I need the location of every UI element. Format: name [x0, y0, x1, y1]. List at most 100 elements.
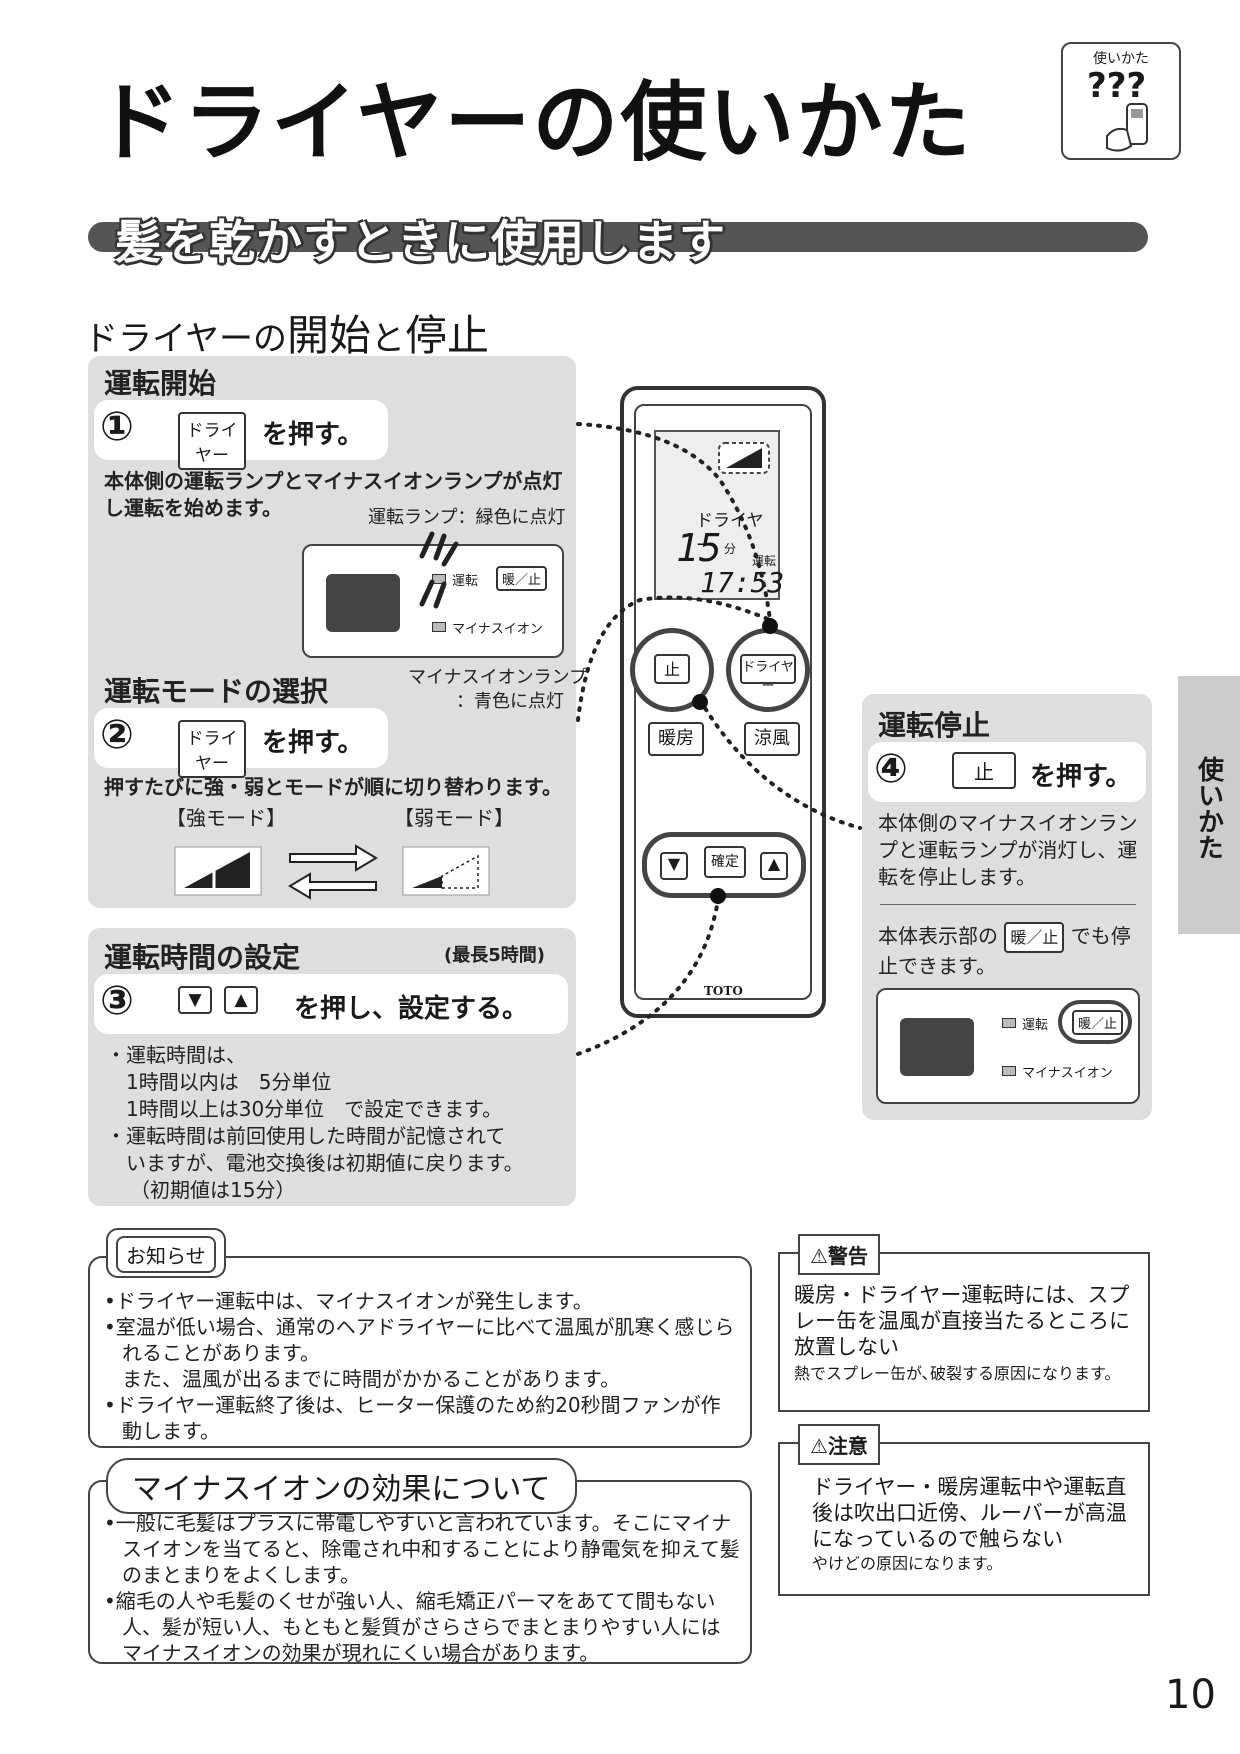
remote-dryer-button[interactable]: ドライヤー — [740, 654, 796, 694]
remote-confirm-button[interactable]: 確定 — [704, 846, 746, 878]
warning-box — [778, 1252, 1150, 1412]
step1-ion-lamp — [432, 622, 446, 632]
remote-frame — [634, 404, 812, 1000]
remote-minutes: 15 — [676, 526, 722, 570]
sub-heading-part2: 開始 — [286, 311, 371, 360]
step1-ion-note-1: マイナスイオンランプ — [408, 667, 588, 688]
sub-heading: ドライヤーの開始と停止 — [84, 302, 489, 363]
step4-unit-button-ring — [1058, 1000, 1132, 1044]
step4-unit-panel: 運転 暖／止 マイナスイオン — [876, 988, 1140, 1104]
sub-heading-part3: と — [371, 319, 405, 359]
side-tab-label: 使いかた — [1193, 756, 1224, 860]
caution-main: ドライヤー・暖房運転中や運転直後は吹出口近傍、ルーバーが高温になっているので触ら… — [812, 1475, 1127, 1551]
step3-number: ③ — [100, 978, 134, 1024]
step3-action: を押し、設定する。 — [294, 994, 529, 1024]
step4-unit-stop-button: 暖／止 — [1072, 1010, 1124, 1035]
lamp-glow-icon — [419, 531, 459, 609]
remote-brand: TOTO — [704, 984, 743, 998]
remote-stop-button[interactable]: 止 — [654, 654, 690, 684]
step1-run-lamp — [432, 574, 446, 584]
step4-ion-lamp — [1002, 1066, 1016, 1076]
step1-lamp-note: 運転ランプ：緑色に点灯 — [368, 507, 566, 528]
step2-action: を押す。 — [262, 728, 364, 758]
notice-item: •ドライヤー運転終了後は、ヒーター保護のため約20秒間ファンが作動します。 — [104, 1393, 721, 1443]
remote-hand-icon — [1106, 103, 1148, 152]
remote-screen: ドライヤー 15 分 運転 17:53 — [654, 430, 784, 600]
remote-down-button[interactable]: ▼ — [660, 852, 688, 880]
step1-unit-panel: 運転 暖／止 マイナスイオン — [302, 544, 564, 658]
page-number: 10 — [1165, 1672, 1216, 1718]
step3-up-button: ▲ — [224, 986, 258, 1014]
step4-description: 本体側のマイナスイオンランプと運転ランプが消灯し、運転を停止します。 — [878, 811, 1138, 889]
question-marks-icon: ??? — [1087, 66, 1147, 106]
step3-note-line: 1時間以内は 5分単位 — [126, 1070, 332, 1094]
ion-effect-item: •縮毛の人や毛髪のくせが強い人、縮毛矯正パーマをあてて間もない人、髪が短い人、も… — [104, 1589, 721, 1665]
step1-unit-run-label: 運転 — [452, 574, 479, 589]
step3-instruction — [94, 974, 568, 1034]
step4-number: ④ — [874, 746, 908, 792]
warning-title: ⚠警告 — [798, 1234, 880, 1275]
mode-switch-arrows-icon — [288, 844, 378, 900]
warning-sub: 熱でスプレー缶が､破裂する原因になります。 — [794, 1364, 1121, 1383]
step4-unit-ion-label: マイナスイオン — [1022, 1066, 1113, 1081]
usage-icon-label: 使いかた — [1093, 51, 1149, 67]
sub-heading-part1: ドライヤーの — [84, 319, 287, 359]
remote-minute-unit: 分 — [724, 542, 737, 556]
page-title: ドライヤーの使いかた — [95, 73, 973, 173]
caution-box — [778, 1442, 1150, 1596]
step2-strong-mode-label: 【強モード】 — [166, 806, 286, 830]
caution-sub: やけどの原因になります。 — [812, 1554, 1003, 1573]
sub-heading-part4: 停止 — [405, 311, 490, 360]
step1-dryer-button: ドライヤー — [178, 412, 246, 470]
step3-note-line: いますが、電池交換後は初期値に戻ります。 — [126, 1151, 524, 1175]
step2-description: 押すたびに強・弱とモードが順に切り替わります。 — [104, 775, 562, 799]
step1-description: 本体側の運転ランプとマイナスイオンランプが点灯し運転を始めます。 — [104, 469, 563, 520]
step3-note-line: ・運転時間は前回使用した時間が記憶されて — [106, 1124, 506, 1148]
step4-alt-stop: 本体表示部の 暖／止 でも停止できます。 — [878, 922, 1140, 980]
step4-action: を押す。 — [1030, 762, 1132, 792]
step4-alt-pre: 本体表示部の — [878, 924, 998, 948]
step3-note-line: ・運転時間は、 — [106, 1043, 246, 1067]
step4-alt-stop-button: 暖／止 — [1004, 922, 1065, 953]
step2-number: ② — [100, 712, 134, 758]
step4-heading: 運転停止 — [878, 709, 991, 742]
step4-divider — [880, 904, 1136, 905]
step2-dryer-button: ドライヤー — [178, 720, 246, 778]
step3-down-button: ▼ — [178, 986, 212, 1014]
step4-run-lamp — [1002, 1018, 1016, 1028]
side-tab: 使いかた — [1178, 676, 1240, 934]
step1-action: を押す。 — [262, 420, 364, 450]
remote-cooling-button[interactable]: 涼風 — [744, 722, 800, 756]
warning-main: 暖房・ドライヤー運転時には、スプレー缶を温風が直接当たるところに放置しない — [794, 1283, 1130, 1359]
usage-help-icon: 使いかた ??? — [1061, 42, 1181, 160]
notice-list: •ドライヤー運転中は、マイナスイオンが発生します。 •室温が低い場合、通常のヘア… — [104, 1288, 740, 1444]
strong-mode-icon — [174, 846, 262, 896]
section-banner-bar — [88, 222, 1148, 252]
step4-unit-display — [900, 1018, 974, 1076]
notice-item: また、温風が出るまでに時間がかかることがあります。 — [122, 1367, 620, 1391]
step3-note-line: （初期値は15分） — [130, 1178, 296, 1202]
caution-title: ⚠注意 — [798, 1424, 880, 1465]
step1-unit-display — [326, 574, 400, 632]
remote-heating-button[interactable]: 暖房 — [648, 722, 704, 756]
notice-item: •ドライヤー運転中は、マイナスイオンが発生します。 — [104, 1289, 593, 1313]
step2-weak-mode-label: 【弱モード】 — [394, 806, 514, 830]
section-banner-text: 髪を乾かすときに使用します — [115, 215, 726, 269]
step1-heading: 運転開始 — [104, 367, 217, 400]
step3-max-note: (最長5時間) — [444, 945, 545, 966]
step4-stop-button: 止 — [952, 752, 1016, 789]
step4-alt-post: でも停止できます。 — [878, 924, 1131, 978]
notice-title: お知らせ — [116, 1236, 216, 1273]
remote-clock: 17:53 — [700, 566, 785, 599]
step1-unit-ion-label: マイナスイオン — [452, 622, 543, 637]
step3-note-line: 1時間以上は30分単位 で設定できます。 — [126, 1097, 503, 1121]
ion-effect-title: マイナスイオンの効果について — [106, 1458, 577, 1514]
notice-box — [88, 1256, 752, 1448]
step3-notes: ・運転時間は、 1時間以内は 5分単位 1時間以上は30分単位 で設定できます。… — [106, 1042, 524, 1204]
remote-up-button[interactable]: ▲ — [760, 852, 788, 880]
step4-unit-run-label: 運転 — [1022, 1018, 1049, 1033]
fan-strength-icon — [718, 442, 770, 474]
ion-effect-item: •一般に毛髪はプラスに帯電しやすいと言われています。そこにマイナスイオンを当てる… — [104, 1511, 740, 1587]
step1-unit-stop-button: 暖／止 — [496, 566, 548, 591]
notice-item: •室温が低い場合、通常のヘアドライヤーに比べて温風が肌寒く感じられることがありま… — [104, 1315, 735, 1365]
